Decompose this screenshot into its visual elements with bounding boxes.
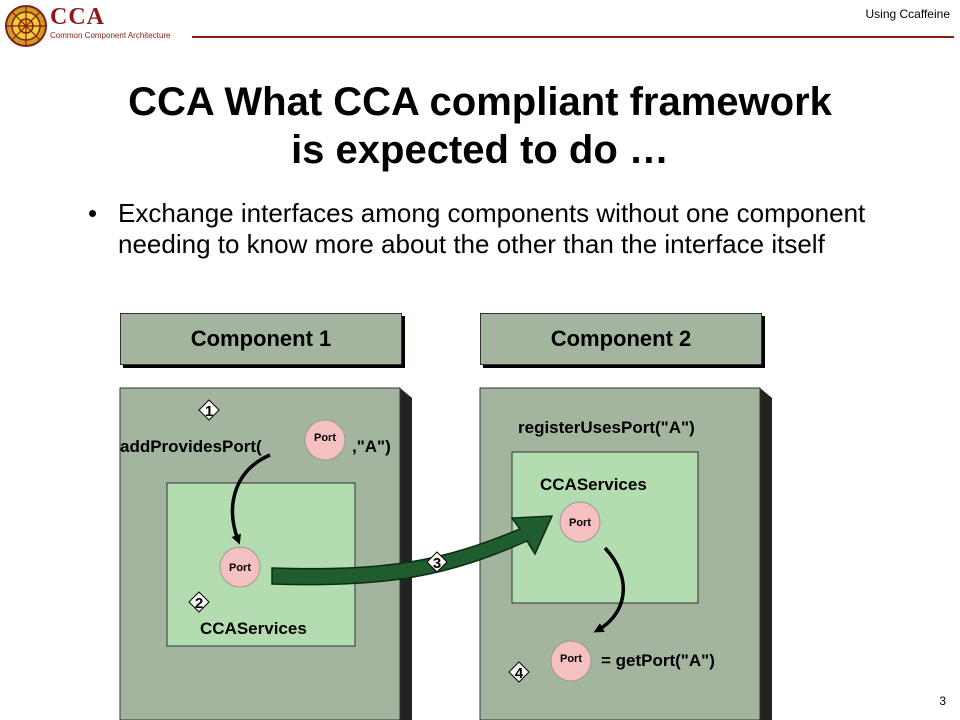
port-label: Port bbox=[314, 432, 336, 444]
provide-curved-arrow bbox=[230, 453, 271, 545]
step-number: 4 bbox=[515, 665, 524, 682]
port-label: Port bbox=[229, 562, 251, 574]
add-provides-port-suffix: ,"A") bbox=[352, 437, 391, 456]
step-number: 3 bbox=[433, 555, 441, 572]
port-circle-4: Port bbox=[550, 640, 592, 682]
logo-text: CCA bbox=[50, 4, 105, 30]
bullet-symbol: • bbox=[88, 198, 98, 228]
step-badge-1: 1 bbox=[198, 399, 220, 421]
cca-logo-icon bbox=[5, 5, 47, 47]
transfer-arrow bbox=[271, 515, 554, 586]
component2-services-label: CCAServices bbox=[540, 475, 647, 494]
step-number: 1 bbox=[205, 403, 213, 420]
get-port-text: = getPort("A") bbox=[601, 651, 715, 670]
component1-services-box bbox=[166, 482, 356, 647]
logo-subtitle: Common Component Architecture bbox=[50, 31, 171, 40]
component1-services-label: CCAServices bbox=[200, 619, 307, 638]
deck-title: Using Ccaffeine bbox=[865, 7, 951, 21]
port-circle-3: Port bbox=[559, 501, 601, 543]
register-uses-port-text: registerUsesPort("A") bbox=[518, 418, 695, 437]
slide-title-line1: CCA What CCA compliant framework bbox=[128, 80, 832, 124]
page-number: 3 bbox=[939, 694, 946, 708]
slide-title: CCA What CCA compliant framework is expe… bbox=[0, 78, 960, 174]
component1-label-text: Component 1 bbox=[190, 326, 332, 351]
get-curved-arrow bbox=[593, 546, 626, 633]
header-rule bbox=[192, 36, 954, 38]
port-circle-1: Port bbox=[304, 419, 346, 461]
step-badge-2: 2 bbox=[188, 591, 210, 613]
port-label: Port bbox=[560, 653, 582, 665]
component1-label: Component 1 bbox=[120, 313, 402, 365]
add-provides-port-prefix: addProvidesPort( bbox=[120, 437, 262, 456]
slide-title-line2: is expected to do … bbox=[291, 128, 669, 172]
port-circle-2: Port bbox=[219, 546, 261, 588]
bullet-text: Exchange interfaces among components wit… bbox=[118, 198, 866, 259]
step-badge-3: 3 bbox=[426, 551, 448, 573]
step-number: 2 bbox=[195, 595, 203, 612]
component2-label: Component 2 bbox=[480, 313, 762, 365]
component2-label-text: Component 2 bbox=[550, 326, 692, 351]
port-label: Port bbox=[569, 517, 591, 529]
step-badge-4: 4 bbox=[508, 661, 530, 683]
